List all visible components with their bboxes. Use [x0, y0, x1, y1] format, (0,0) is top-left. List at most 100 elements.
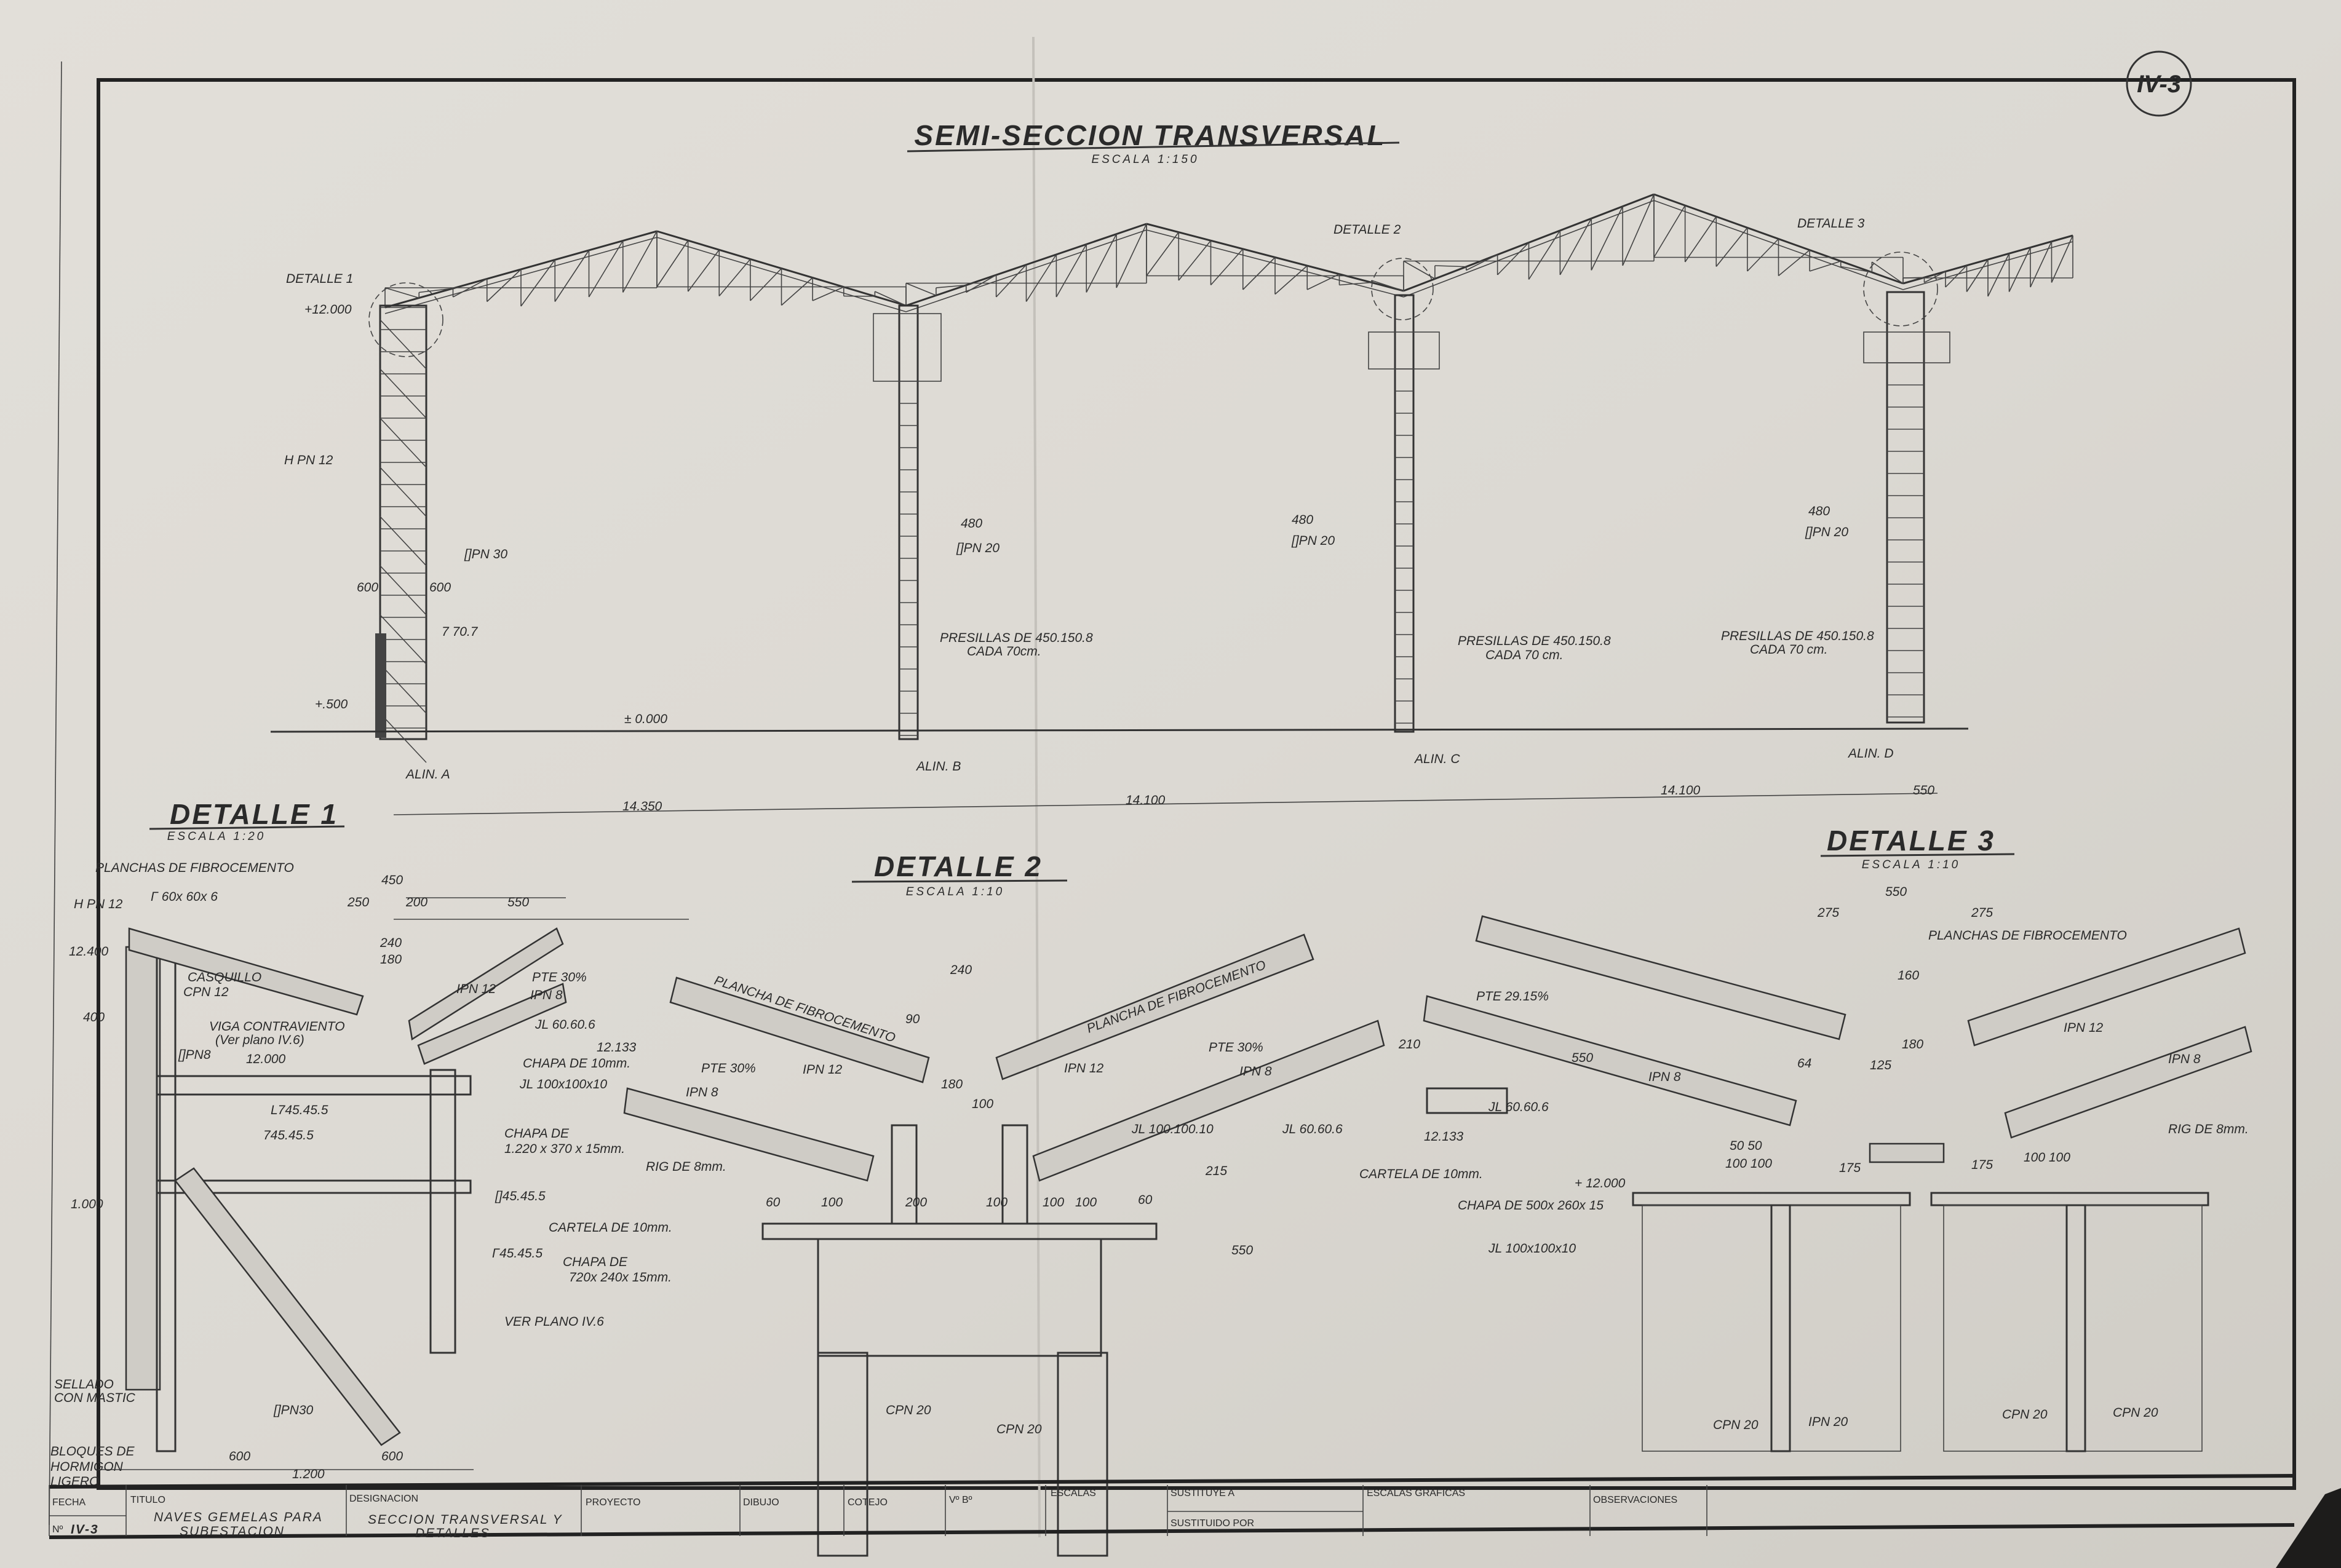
label: 12.400 [69, 944, 109, 959]
detail-1-labels: PLANCHAS DE FIBROCEMENTO Γ 60x 60x 6 H P… [50, 861, 672, 1489]
label: 480 [1292, 513, 1313, 527]
rafter-ipn8 [417, 983, 567, 1065]
label: JL 100x100x10 [1488, 1241, 1576, 1256]
label: 550 [1231, 1243, 1253, 1257]
label: 550 [1885, 885, 1907, 899]
truss-member [936, 284, 966, 288]
label: +12.000 [304, 303, 352, 317]
label: JL 60.60.6 [1488, 1100, 1549, 1114]
label: []PN 20 [1291, 534, 1335, 548]
truss-member [380, 713, 427, 763]
sustituido-label: SUSTITUIDO POR [1170, 1518, 1254, 1529]
detail-2-marker [1371, 258, 1434, 320]
label: 600 [429, 580, 451, 595]
label: 12.133 [597, 1040, 637, 1055]
main-section-scale: ESCALA 1:150 [1091, 153, 1199, 166]
label: H PN 12 [74, 897, 123, 911]
truss-member [380, 516, 427, 566]
label: PTE 30% [532, 970, 587, 984]
label: JL 60.60.6 [535, 1018, 595, 1032]
label: 400 [83, 1010, 105, 1024]
label: 100 [986, 1195, 1008, 1210]
truss-member [1306, 274, 1340, 290]
label: 210 [1398, 1037, 1420, 1051]
label: BLOQUES DE [50, 1444, 135, 1459]
label: []45.45.5 [495, 1189, 546, 1203]
label: CADA 70cm. [967, 644, 1041, 659]
designacion-value-2: DETALLES [415, 1526, 490, 1540]
label: 480 [1808, 504, 1830, 518]
detail-2-scale: ESCALA 1:10 [906, 885, 1005, 898]
truss-member [1210, 248, 1244, 286]
truss-member [1987, 253, 2010, 297]
label: 100 100 [1725, 1157, 1772, 1171]
detail-3-scale: ESCALA 1:10 [1862, 858, 1961, 871]
label: IPN 20 [1808, 1415, 1848, 1429]
label: 60 [766, 1195, 781, 1210]
escalas-graficas-label: ESCALAS GRÁFICAS [1367, 1487, 1465, 1499]
span-cd: 14.100 [1661, 783, 1701, 798]
label: CASQUILLO [188, 970, 261, 984]
truss-member [419, 288, 453, 293]
truss-member [812, 287, 845, 301]
label: DETALLE 1 [286, 272, 353, 286]
detail-2: DETALLE 2 ESCALA 1:10 [623, 850, 1385, 1557]
label: IPN 8 [530, 988, 563, 1002]
sheet-number: IV-3 [2137, 71, 2181, 98]
label: 180 [380, 952, 402, 967]
dibujo-label: DIBUJO [743, 1497, 779, 1508]
designacion-label: DESIGNACION [349, 1494, 418, 1504]
label: VER PLANO IV.6 [504, 1315, 604, 1329]
truss-member [1809, 260, 1841, 272]
label: 720x 240x 15mm. [569, 1270, 672, 1285]
rafter-left [1423, 995, 1797, 1127]
label: 240 [950, 963, 972, 977]
title-underline [907, 141, 1400, 152]
label: IPN 12 [803, 1063, 843, 1077]
truss-member [1055, 244, 1087, 298]
label: IPN 12 [1064, 1061, 1104, 1075]
label: 160 [1898, 968, 1919, 983]
truss-member [554, 250, 590, 302]
sustituye-label: SUSTITUYE A [1170, 1488, 1234, 1499]
alignment-a: ALIN. A [405, 767, 450, 782]
label: +.500 [315, 697, 348, 711]
column-lacing [380, 307, 1924, 763]
truss-member [1591, 206, 1623, 271]
observaciones-label: OBSERVACIONES [1593, 1495, 1677, 1505]
truss-member [1945, 265, 1968, 288]
label: 175 [1971, 1158, 1993, 1172]
truss-member [750, 267, 782, 301]
label: JL 60.60.6 [1282, 1122, 1343, 1136]
label: CHAPA DE [563, 1255, 628, 1269]
truss-member [1086, 234, 1117, 293]
titulo-value-2: SUBESTACION [180, 1524, 285, 1538]
truss-member [1715, 227, 1748, 267]
label: 175 [1839, 1161, 1861, 1175]
label: DETALLE 3 [1797, 216, 1865, 231]
rafter-right [1032, 1020, 1385, 1182]
rafter-left [623, 1087, 875, 1182]
truss-member [1371, 280, 1404, 291]
numero-value: IV-3 [71, 1522, 99, 1537]
label: []PN30 [273, 1403, 314, 1417]
truss-member [1622, 194, 1655, 266]
fecha-label: FECHA [52, 1497, 86, 1508]
truss-member [1559, 218, 1592, 275]
label: 200 [905, 1195, 927, 1210]
label: 1.200 [292, 1467, 325, 1481]
label: []PN 20 [956, 541, 1000, 555]
label: RIG DE 8mm. [646, 1160, 726, 1174]
label: 100 [1043, 1195, 1064, 1210]
alignment-b: ALIN. B [915, 759, 961, 774]
truss-member [2008, 247, 2031, 292]
label: H PN 12 [284, 453, 333, 467]
wall-block [125, 946, 161, 1391]
detail-3-labels: 550 275 275 PLANCHAS DE FIBROCEMENTO 160… [1359, 885, 2249, 1432]
roof-truss [384, 193, 2073, 314]
label: CHAPA DE 10mm. [523, 1056, 630, 1071]
label: PTE 30% [1209, 1040, 1263, 1055]
label: []PN 30 [464, 547, 507, 561]
label: 12.133 [1424, 1130, 1464, 1144]
